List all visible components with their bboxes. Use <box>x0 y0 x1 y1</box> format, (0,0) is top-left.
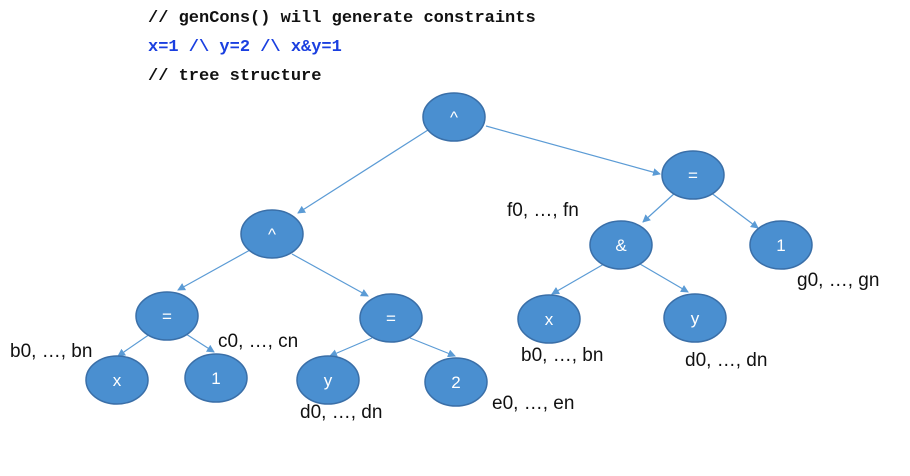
code-comment-gencons: // genCons() will generate constraints <box>148 9 536 28</box>
svg-text:x: x <box>545 310 554 329</box>
edge-leftand-eq1 <box>177 249 251 291</box>
svg-text:y: y <box>324 371 333 390</box>
edge-eq2-y <box>329 337 373 357</box>
svg-text:2: 2 <box>451 373 460 392</box>
node-two: 2 <box>424 357 488 407</box>
node-right-one: 1 <box>749 220 813 270</box>
edge-bitand-y <box>639 263 689 293</box>
svg-text:=: = <box>386 309 396 328</box>
label-g-range: g0, …, gn <box>797 270 879 291</box>
label-c-range: c0, …, cn <box>218 331 298 352</box>
edge-leftand-eq2 <box>291 253 369 297</box>
label-d-range-right: d0, …, dn <box>685 350 767 371</box>
svg-text:1: 1 <box>776 236 785 255</box>
edge-root-righteq <box>485 125 661 176</box>
label-d-range-left: d0, …, dn <box>300 402 382 423</box>
node-bitand: & <box>589 220 653 270</box>
node-x-left: x <box>85 355 149 405</box>
code-constraint-expression: x=1 /\ y=2 /\ x&y=1 <box>148 38 342 57</box>
node-y-left: y <box>296 355 360 405</box>
svg-text:&: & <box>615 236 627 255</box>
node-left-and: ^ <box>240 209 304 259</box>
node-left-eq1: = <box>135 291 199 341</box>
node-right-eq: = <box>661 150 725 200</box>
node-left-eq2: = <box>359 293 423 343</box>
node-root-and: ^ <box>422 92 486 142</box>
label-b-range-left: b0, …, bn <box>10 341 92 362</box>
svg-text:=: = <box>688 166 698 185</box>
svg-text:x: x <box>113 371 122 390</box>
svg-text:^: ^ <box>450 108 458 127</box>
edge-bitand-x <box>551 263 605 295</box>
edge-root-leftand <box>297 129 429 214</box>
svg-text:1: 1 <box>211 369 220 388</box>
node-x-right: x <box>517 294 581 344</box>
edge-eq2-two <box>409 337 456 358</box>
svg-text:y: y <box>691 309 700 328</box>
edge-righteq-bitand <box>642 191 677 223</box>
svg-text:=: = <box>162 307 172 326</box>
code-comment-tree: // tree structure <box>148 67 322 86</box>
label-b-range-right: b0, …, bn <box>521 345 603 366</box>
node-one-left: 1 <box>184 353 248 403</box>
label-f-range: f0, …, fn <box>507 200 579 221</box>
edge-righteq-one <box>709 191 759 229</box>
edge-eq1-one <box>185 333 215 353</box>
node-y-right: y <box>663 293 727 343</box>
edge-eq1-x <box>117 333 151 357</box>
svg-text:^: ^ <box>268 225 276 244</box>
label-e-range: e0, …, en <box>492 393 574 414</box>
